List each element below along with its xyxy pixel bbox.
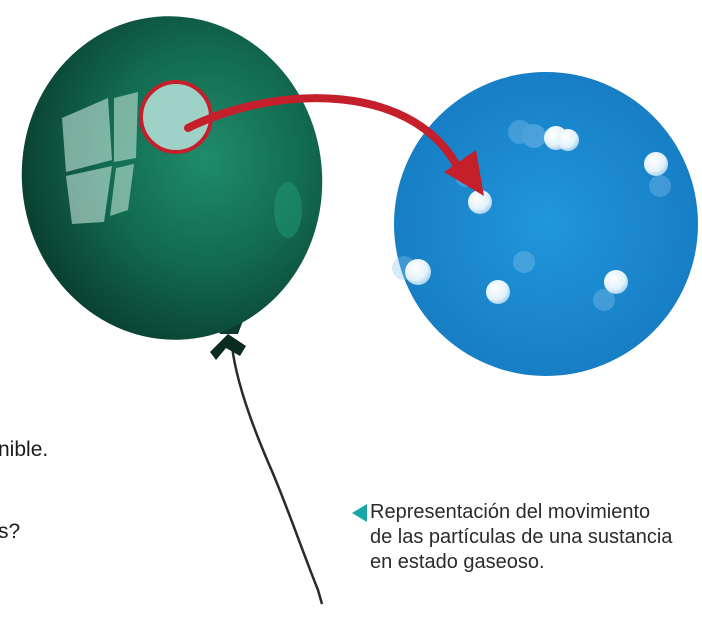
window-reflection	[62, 92, 138, 224]
cropped-text-fragment: nible.	[0, 438, 49, 461]
particle-circle	[392, 72, 698, 376]
caption-line: Representación del movimiento	[370, 501, 651, 523]
caption-marker-triangle-icon	[352, 504, 367, 522]
gas-particle	[468, 190, 492, 214]
balloon-string	[230, 345, 324, 605]
caption-line: de las partículas de una sustancia	[370, 526, 673, 548]
gas-particle	[644, 152, 668, 176]
gas-particle	[486, 280, 510, 304]
curved-arrow	[184, 94, 484, 196]
gas-particle	[405, 259, 431, 285]
balloon-illustration	[21, 16, 323, 340]
cropped-text-fragment: s?	[0, 520, 21, 543]
gas-particle	[604, 270, 628, 294]
caption-line: en estado gaseoso.	[370, 551, 545, 573]
gas-particle	[557, 129, 579, 151]
magnifier-circle	[139, 80, 213, 154]
figure-caption: Representación del movimiento de las par…	[370, 500, 698, 575]
